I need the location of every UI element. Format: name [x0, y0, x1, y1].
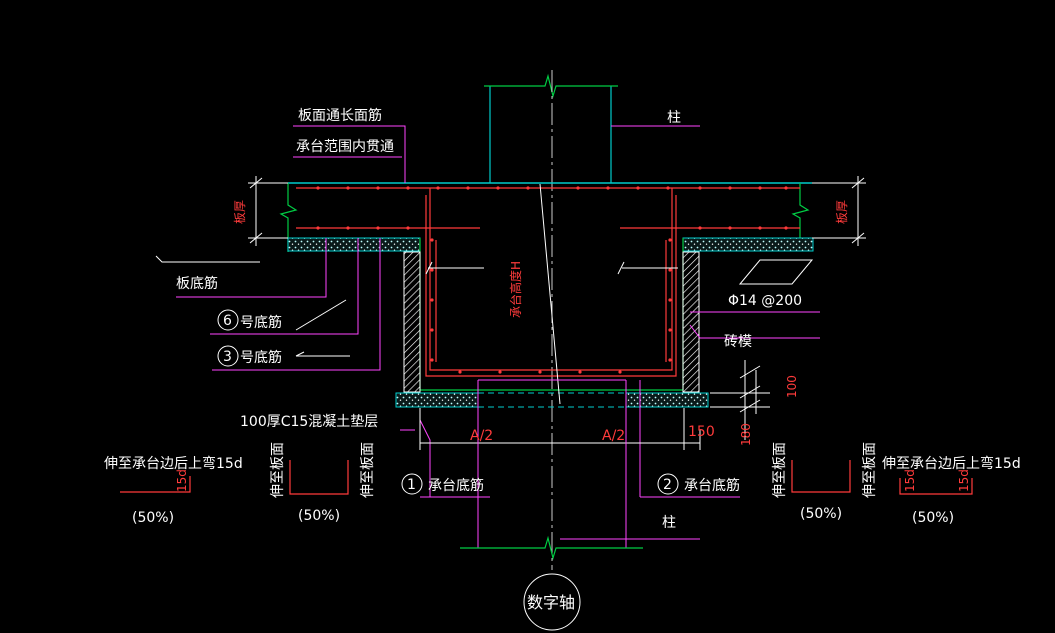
cushion-layer-left — [395, 392, 479, 408]
slab-bottom-bar-label: 板底筋 — [176, 275, 218, 292]
half-width-dims — [419, 408, 701, 450]
top-bar-label-2: 承台范围内贯通 — [296, 138, 394, 155]
bar6-number: 6 — [223, 313, 232, 329]
pct-1: (50%) — [132, 510, 174, 526]
cap-bar1-label: 承台底筋 — [428, 477, 484, 494]
slab-cushion-right — [682, 237, 814, 252]
cap-bar2-label: 承台底筋 — [684, 477, 740, 494]
brick-formwork-right — [682, 251, 700, 393]
brick-formwork-label: 砖模 — [724, 334, 752, 350]
leader-lines — [176, 125, 820, 540]
cap-bar2-number: 2 — [663, 477, 672, 493]
slab-thickness-dim-right — [812, 176, 866, 246]
cap-bar1-number: 1 — [407, 477, 416, 493]
brick-formwork-left — [403, 251, 421, 393]
slab-bottom-bar-leader — [155, 255, 260, 263]
bar3-label: 号底筋 — [240, 349, 282, 366]
column-bottom — [460, 379, 643, 561]
to-slab-face-3: 伸至板面 — [772, 442, 788, 498]
bar3-symbol-arrow — [295, 351, 305, 357]
bar6-label: 号底筋 — [240, 314, 282, 331]
detail-right — [899, 478, 973, 495]
rebar-dots — [316, 186, 788, 374]
column-top — [484, 73, 618, 183]
bar3-number: 3 — [223, 349, 232, 365]
to-slab-face-1: 伸至板面 — [270, 442, 286, 498]
pct-3: (50%) — [800, 506, 842, 522]
dim-100-label: 100 — [785, 375, 799, 398]
cushion-label: 100厚C15混凝土垫层 — [240, 414, 378, 430]
d15-3: 15d — [957, 469, 971, 492]
bar3-circle — [217, 345, 239, 367]
to-slab-face-2: 伸至板面 — [360, 442, 376, 498]
half-width-right-label: A/2 — [602, 428, 625, 444]
detail-u-left — [289, 460, 349, 495]
axis-label: 数字轴 — [527, 593, 575, 612]
detail-u-right — [791, 460, 851, 493]
cushion-layer-right — [625, 392, 709, 408]
d15-2: 15d — [903, 469, 917, 492]
right-note: 伸至承台边后上弯15d — [882, 455, 1021, 472]
slab-left — [279, 182, 812, 252]
rebar — [296, 187, 800, 377]
pct-4: (50%) — [912, 510, 954, 526]
slab-thickness-dim-left — [248, 176, 288, 246]
cap-bar1-circle — [401, 473, 423, 495]
axis-circle — [523, 573, 581, 631]
left-note: 伸至承台边后上弯15d — [104, 455, 243, 472]
top-bar-label-1: 板面通长面筋 — [298, 107, 382, 124]
slab-thickness-right-label: 板厚 — [835, 200, 849, 224]
rebar-spec-label: Φ14 @200 — [728, 293, 802, 309]
column-bottom-label: 柱 — [662, 515, 676, 531]
slab-thickness-left-label: 板厚 — [233, 200, 247, 224]
cap-bar2-circle — [657, 473, 679, 495]
inner-dim-markers — [425, 183, 678, 405]
cap-height-label: 承台高度H — [508, 261, 523, 318]
half-width-left-label: A/2 — [470, 428, 493, 444]
d15-1: 15d — [175, 469, 189, 492]
dim-180-label: 180 — [739, 423, 753, 446]
column-top-label: 柱 — [667, 110, 681, 126]
bar6-symbol — [295, 299, 347, 331]
right-vertical-dims — [710, 360, 770, 440]
bar6-circle — [217, 309, 239, 331]
slab-right — [791, 183, 810, 238]
pct-2: (50%) — [298, 508, 340, 524]
to-slab-face-4: 伸至板面 — [862, 442, 878, 498]
detail-left — [120, 476, 191, 493]
rebar-spec-symbol — [738, 259, 814, 285]
dim-150-label: 150 — [688, 424, 715, 440]
slab-cushion-left — [287, 237, 421, 252]
